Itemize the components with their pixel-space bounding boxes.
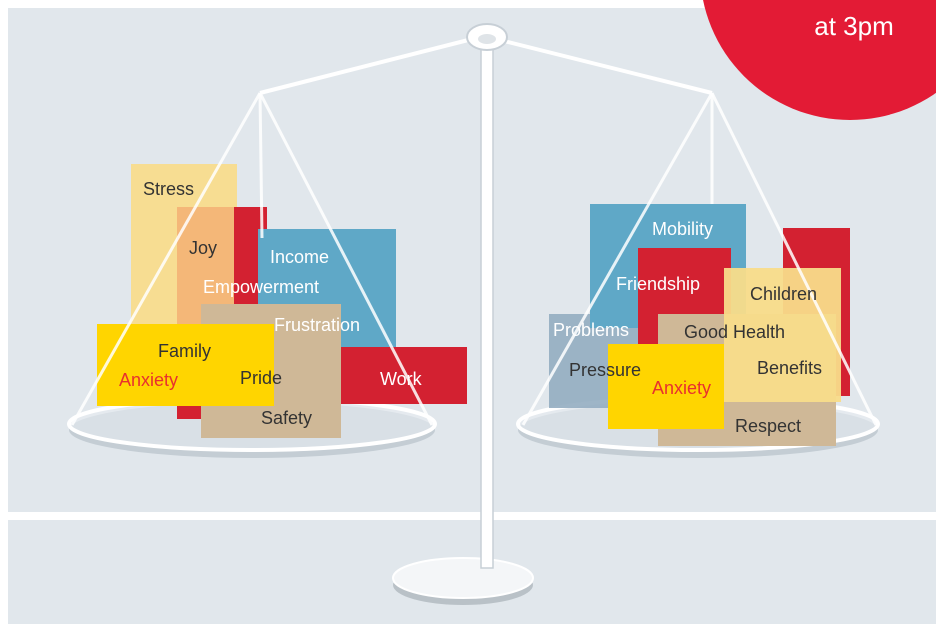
scale-base-top [392,557,534,599]
left-block-family [97,324,274,406]
left-word-frustration: Frustration [274,315,361,335]
right-word-friendship: Friendship [616,274,701,294]
right-block-children [724,268,841,402]
left-word-pride: Pride [240,368,283,388]
right-word-benefits: Benefits [757,358,823,378]
right-word-problems: Problems [553,320,630,340]
left-word-empowerment: Empowerment [203,277,320,297]
left-word-work: Work [380,369,422,389]
right-word-pressure: Pressure [569,360,642,380]
left-word-joy: Joy [189,238,218,258]
left-block-work [341,347,467,404]
left-word-family: Family [158,341,211,361]
left-word-safety: Safety [261,408,313,428]
right-word-anxiety: Anxiety [652,378,712,398]
beam-left [259,34,485,95]
right-word-children: Children [750,284,818,304]
right-word-good-health: Good Health [684,322,786,342]
right-word-respect: Respect [735,416,802,436]
beam-right [483,34,713,95]
right-word-mobility: Mobility [652,219,714,239]
left-word-stress: Stress [143,179,195,199]
right-block-anxiety [608,344,724,429]
time-badge-label: at 3pm [814,11,894,41]
left-word-income: Income [270,247,330,267]
left-word-anxiety: Anxiety [119,370,179,390]
